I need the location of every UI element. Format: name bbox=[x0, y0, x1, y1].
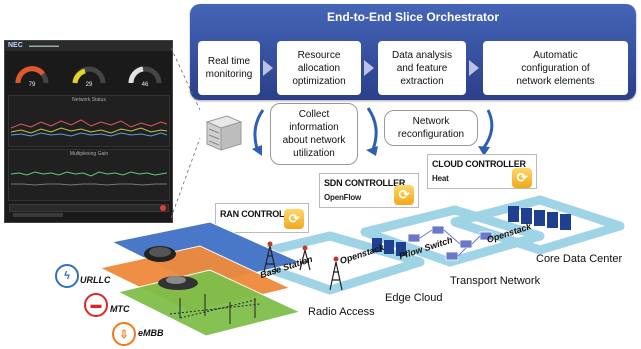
network-status-title: Network Status bbox=[72, 97, 106, 103]
sdn-controller-title: SDN CONTROLLER bbox=[324, 178, 406, 188]
server-icon bbox=[205, 115, 243, 151]
gauge-value-1: 79 bbox=[29, 82, 36, 88]
zoom-line bbox=[170, 137, 201, 219]
lightning-icon: ϟ bbox=[55, 264, 79, 288]
cycle-arrow-head bbox=[252, 145, 262, 156]
multiplexing-gain-panel: Multiplexing Gain bbox=[8, 149, 170, 201]
multiplexing-gain-title: Multiplexing Gain bbox=[69, 151, 109, 157]
dashboard-status-line bbox=[13, 213, 63, 217]
sdn-controller-sub: OpenFlow bbox=[324, 193, 362, 202]
dashboard-stop-button[interactable] bbox=[160, 205, 166, 211]
step-arrow bbox=[364, 60, 374, 76]
gauge-row: 79 29 46 bbox=[15, 66, 162, 88]
sync-icon: ⟳ bbox=[394, 185, 414, 205]
dashboard-logo: NEC bbox=[8, 42, 23, 49]
transport-ring bbox=[360, 205, 545, 267]
edge-server-icon bbox=[372, 238, 406, 256]
gauge-2 bbox=[72, 66, 106, 84]
step-arrow bbox=[263, 60, 273, 76]
data-center-icon bbox=[508, 206, 571, 230]
urllc-label: URLLC bbox=[80, 275, 111, 285]
callout-label: Network reconfiguration bbox=[397, 116, 465, 140]
signal-icon bbox=[267, 241, 339, 262]
orchestrator-title: End-to-End Slice Orchestrator bbox=[326, 10, 500, 24]
step-label: Automatic configuration of network eleme… bbox=[516, 49, 595, 87]
switch-links bbox=[419, 229, 481, 257]
network-status-panel: Network Status bbox=[8, 95, 170, 147]
edge-cloud-label: Edge Cloud bbox=[385, 292, 443, 304]
monitoring-dashboard: NEC ▬▬▬▬▬▬ 79 29 46 Network Status bbox=[4, 40, 173, 223]
gauge-value-3: 46 bbox=[142, 82, 149, 88]
embb-label: eMBB bbox=[138, 328, 164, 338]
core-data-center-label: Core Data Center bbox=[536, 253, 623, 265]
step-real-time-monitoring: Real time monitoring bbox=[198, 41, 260, 95]
gauge-3 bbox=[128, 66, 162, 84]
step-label: Data analysis and feature extraction bbox=[391, 49, 453, 87]
step-arrow bbox=[469, 60, 479, 76]
gauge-1 bbox=[15, 66, 49, 84]
radio-access-label: Radio Access bbox=[308, 306, 375, 318]
vr-headset-icon bbox=[144, 246, 176, 262]
step-resource-allocation: Resource allocation optimization bbox=[277, 41, 361, 95]
multiplexing-gain-chart bbox=[11, 171, 167, 186]
car-icon bbox=[158, 276, 198, 290]
cloud-controller: CLOUD CONTROLLER Heat ⟳ bbox=[427, 154, 537, 189]
dashboard-header bbox=[5, 41, 172, 51]
car-service-icon: ▬ bbox=[84, 293, 108, 317]
transport-network-label: Transport Network bbox=[450, 275, 541, 287]
network-status-chart bbox=[11, 119, 167, 137]
step-data-analysis: Data analysis and feature extraction bbox=[378, 41, 466, 95]
cycle-arrow-head bbox=[366, 146, 378, 156]
step-label: Resource allocation optimization bbox=[292, 49, 346, 87]
sync-icon: ⟳ bbox=[284, 209, 304, 229]
gauge-value-2: 29 bbox=[86, 82, 93, 88]
network-reconfig-callout: Network reconfiguration bbox=[384, 110, 478, 146]
cycle-arrow-head bbox=[478, 146, 490, 156]
collect-info-callout: Collect information about network utiliz… bbox=[270, 103, 358, 165]
step-label: Real time monitoring bbox=[205, 56, 253, 80]
ran-controller-title: RAN CONTROLLER bbox=[220, 209, 302, 219]
sync-icon: ⟳ bbox=[512, 168, 532, 188]
step-automatic-configuration: Automatic configuration of network eleme… bbox=[483, 41, 628, 95]
device-grid bbox=[169, 294, 261, 324]
dashboard-input-row bbox=[9, 204, 169, 212]
ran-controller: RAN CONTROLLER ⟳ bbox=[215, 203, 309, 233]
mtc-label: MTC bbox=[110, 304, 130, 314]
antenna-tower-icon bbox=[263, 245, 343, 291]
download-icon: ⇩ bbox=[112, 322, 136, 346]
dashboard-subtitle: ▬▬▬▬▬▬ bbox=[29, 43, 59, 49]
callout-label: Collect information about network utiliz… bbox=[282, 109, 346, 159]
orchestrator-panel: End-to-End Slice Orchestrator Real time … bbox=[190, 4, 636, 100]
cloud-controller-sub: Heat bbox=[432, 174, 449, 183]
cloud-controller-title: CLOUD CONTROLLER bbox=[432, 159, 526, 169]
edge-ring bbox=[233, 231, 425, 295]
sdn-controller: SDN CONTROLLER OpenFlow ⟳ bbox=[319, 173, 419, 208]
